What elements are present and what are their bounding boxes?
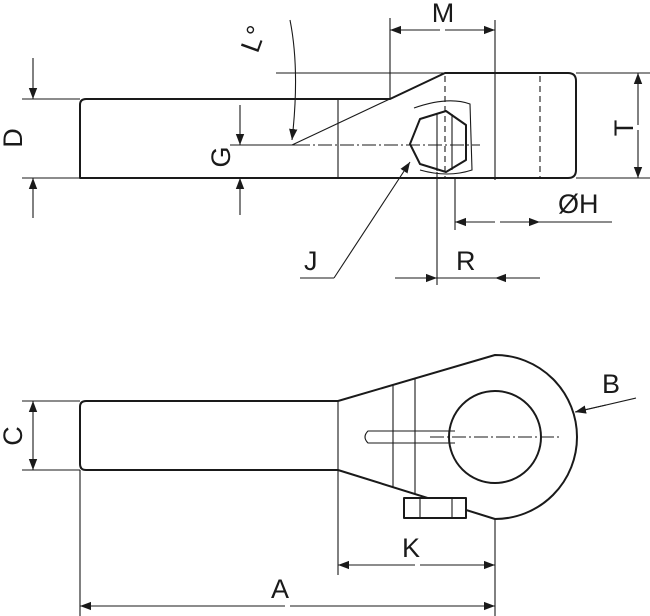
angle-L-leader <box>291 72 446 146</box>
top-view-slot <box>364 430 455 444</box>
dim-H-label: ØH <box>558 189 599 219</box>
leader-B <box>574 404 607 414</box>
side-view-shaft <box>79 72 577 179</box>
leader-J-label: J <box>304 246 318 276</box>
dim-G-label: G <box>206 146 236 167</box>
top-view: C B K A <box>0 354 637 616</box>
leader-J <box>333 161 411 279</box>
side-view: D G L° M T ØH J <box>0 0 650 285</box>
dim-M-label: M <box>432 0 455 28</box>
dim-A-label: A <box>271 574 289 604</box>
dim-K-label: K <box>402 533 420 563</box>
angle-L-label: L° <box>235 22 272 57</box>
angle-L-arc <box>289 19 298 141</box>
nut <box>403 497 467 519</box>
leader-B-label: B <box>602 369 620 399</box>
dim-D-label: D <box>0 128 28 148</box>
top-view-body <box>79 354 578 520</box>
dim-R-label: R <box>456 246 476 276</box>
dim-C-label: C <box>0 426 28 446</box>
dim-T-label: T <box>609 120 639 137</box>
